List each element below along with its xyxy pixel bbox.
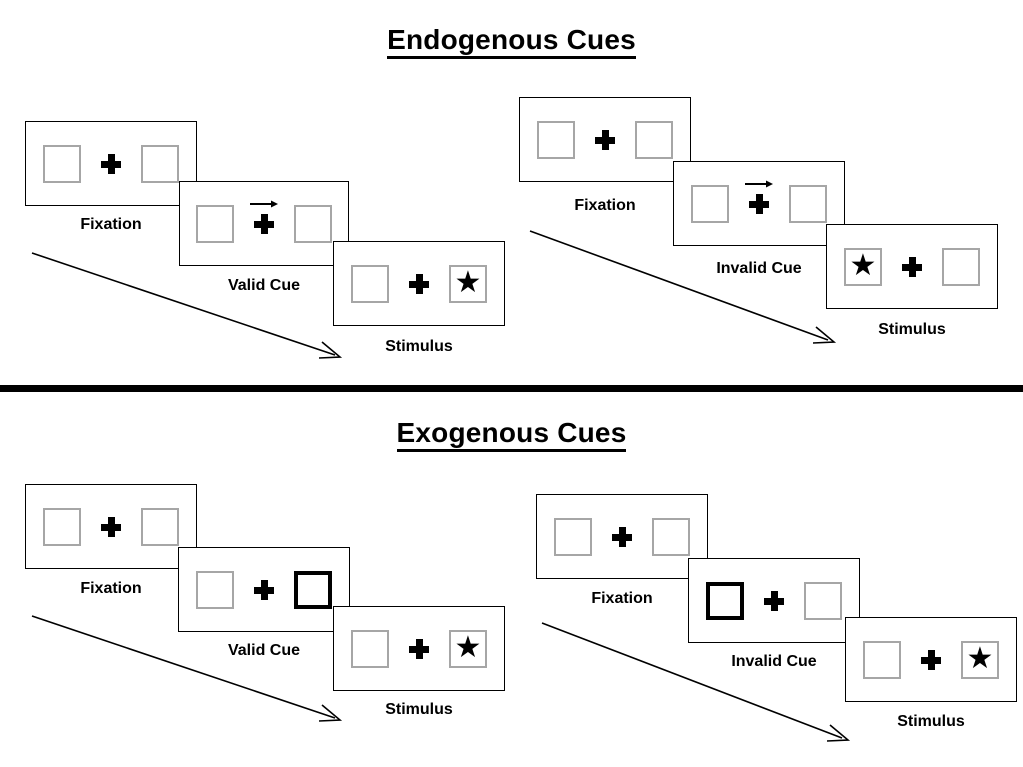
frame-endogenous-invalid-fixation	[519, 97, 691, 182]
stimulus-box-right-target: ★	[449, 264, 487, 303]
section-title-exogenous-text: Exogenous Cues	[396, 417, 627, 452]
stimulus-box-left	[43, 507, 81, 546]
stimulus-box-left	[351, 629, 389, 668]
section-title-endogenous: Endogenous Cues	[0, 24, 1023, 59]
stimulus-box-left	[196, 570, 234, 609]
stimulus-box-left	[196, 204, 234, 243]
caption-exogenous-valid-stimulus: Stimulus	[385, 701, 453, 718]
stimulus-box-left	[554, 517, 592, 556]
cue-arrow-right-icon	[745, 180, 773, 187]
caption-endogenous-invalid-cue: Invalid Cue	[716, 260, 802, 277]
section-divider	[0, 385, 1023, 392]
fixation-cross-icon	[254, 579, 274, 600]
stimulus-box-right	[942, 247, 980, 286]
caption-exogenous-invalid-fixation: Fixation	[591, 590, 653, 607]
time-flow-arrow-endogenous-invalid	[529, 230, 837, 344]
fixation-cross-icon	[902, 256, 922, 277]
caption-exogenous-valid-fixation: Fixation	[80, 580, 142, 597]
stimulus-box-left	[863, 640, 901, 679]
caption-endogenous-valid-fixation: Fixation	[80, 216, 142, 233]
target-star-icon: ★	[454, 266, 482, 299]
target-star-icon: ★	[849, 249, 877, 282]
fixation-cross-icon	[612, 526, 632, 547]
fixation-cross-icon	[250, 200, 278, 234]
frame-exogenous-valid-fixation	[25, 484, 197, 569]
time-flow-arrow-endogenous-valid	[31, 252, 343, 359]
frame-exogenous-invalid-stimulus: ★	[845, 617, 1017, 702]
stimulus-box-right-target: ★	[449, 629, 487, 668]
frame-endogenous-valid-cue	[179, 181, 349, 266]
frame-endogenous-invalid-stimulus: ★	[826, 224, 998, 309]
stimulus-box-right	[141, 507, 179, 546]
frame-exogenous-valid-stimulus: ★	[333, 606, 505, 691]
fixation-cross-icon	[745, 180, 773, 214]
caption-endogenous-invalid-stimulus: Stimulus	[878, 321, 946, 338]
fixation-cross-icon	[409, 273, 429, 294]
target-star-icon: ★	[966, 642, 994, 675]
stimulus-box-right	[635, 120, 673, 159]
section-title-endogenous-text: Endogenous Cues	[387, 24, 636, 59]
stimulus-box-right	[804, 581, 842, 620]
caption-exogenous-invalid-cue: Invalid Cue	[731, 653, 817, 670]
caption-endogenous-valid-cue: Valid Cue	[227, 277, 301, 294]
stimulus-box-left	[43, 144, 81, 183]
stimulus-box-right-cued	[294, 570, 332, 609]
frame-exogenous-invalid-fixation	[536, 494, 708, 579]
frame-exogenous-invalid-cue	[688, 558, 860, 643]
frame-exogenous-valid-cue	[178, 547, 350, 632]
caption-endogenous-valid-stimulus: Stimulus	[385, 338, 453, 355]
fixation-cross-icon	[921, 649, 941, 670]
stimulus-box-left-target: ★	[844, 247, 882, 286]
target-star-icon: ★	[454, 631, 482, 664]
fixation-cross-icon	[764, 590, 784, 611]
fixation-cross-icon	[409, 638, 429, 659]
stimulus-box-left	[351, 264, 389, 303]
fixation-cross-icon	[595, 129, 615, 150]
stimulus-box-right	[141, 144, 179, 183]
section-title-exogenous: Exogenous Cues	[0, 417, 1023, 452]
stimulus-box-left-cued	[706, 581, 744, 620]
stimulus-box-right-target: ★	[961, 640, 999, 679]
frame-endogenous-valid-fixation	[25, 121, 197, 206]
stimulus-box-right	[294, 204, 332, 243]
cue-arrow-right-icon	[250, 200, 278, 207]
stimulus-box-right	[789, 184, 827, 223]
caption-exogenous-invalid-stimulus: Stimulus	[897, 713, 965, 730]
caption-endogenous-invalid-fixation: Fixation	[574, 197, 636, 214]
fixation-cross-icon	[101, 516, 121, 537]
fixation-cross-icon	[101, 153, 121, 174]
frame-endogenous-invalid-cue	[673, 161, 845, 246]
frame-endogenous-valid-stimulus: ★	[333, 241, 505, 326]
stimulus-box-right	[652, 517, 690, 556]
stimulus-box-left	[691, 184, 729, 223]
stimulus-box-left	[537, 120, 575, 159]
caption-exogenous-valid-cue: Valid Cue	[227, 642, 301, 659]
